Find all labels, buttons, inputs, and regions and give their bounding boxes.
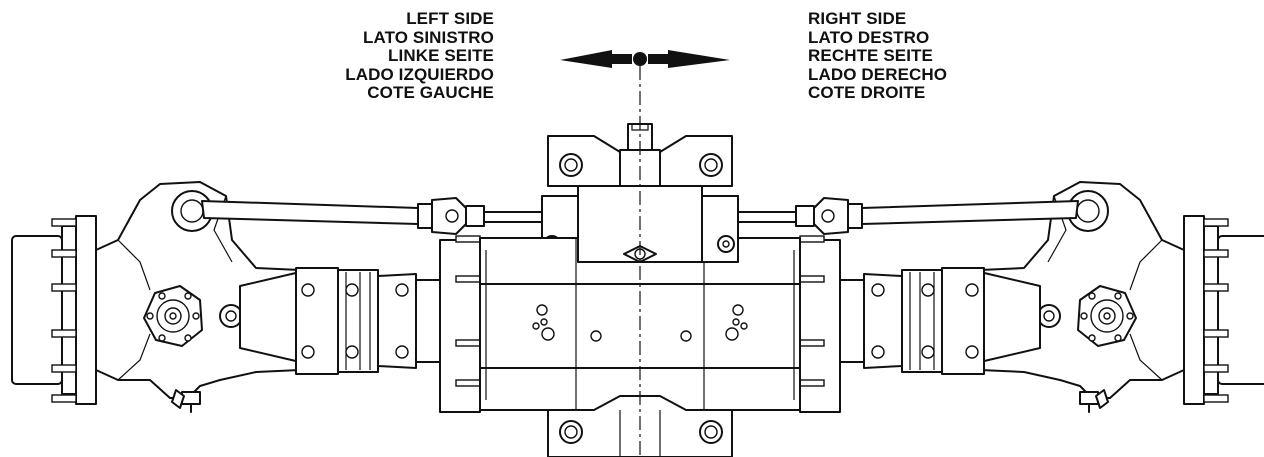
right-label-fr: COTE DROITE bbox=[808, 83, 926, 102]
left-side-labels: LEFT SIDE LATO SINISTRO LINKE SEITE LADO… bbox=[345, 9, 494, 103]
left-label-es: LADO IZQUIERDO bbox=[345, 64, 494, 84]
right-label-en: RIGHT SIDE bbox=[808, 9, 907, 28]
right-label-it: LATO DESTRO bbox=[808, 27, 930, 47]
right-side-labels: RIGHT SIDE LATO DESTRO RECHTE SEITE LADO… bbox=[808, 9, 948, 103]
left-label-de: LINKE SEITE bbox=[388, 46, 494, 65]
right-label-de: RECHTE SEITE bbox=[808, 46, 933, 65]
direction-arrows bbox=[560, 50, 730, 68]
left-label-en: LEFT SIDE bbox=[406, 9, 494, 28]
left-label-it: LATO SINISTRO bbox=[362, 27, 494, 47]
right-label-es: LADO DERECHO bbox=[808, 64, 948, 84]
left-label-fr: COTE GAUCHE bbox=[367, 83, 494, 102]
